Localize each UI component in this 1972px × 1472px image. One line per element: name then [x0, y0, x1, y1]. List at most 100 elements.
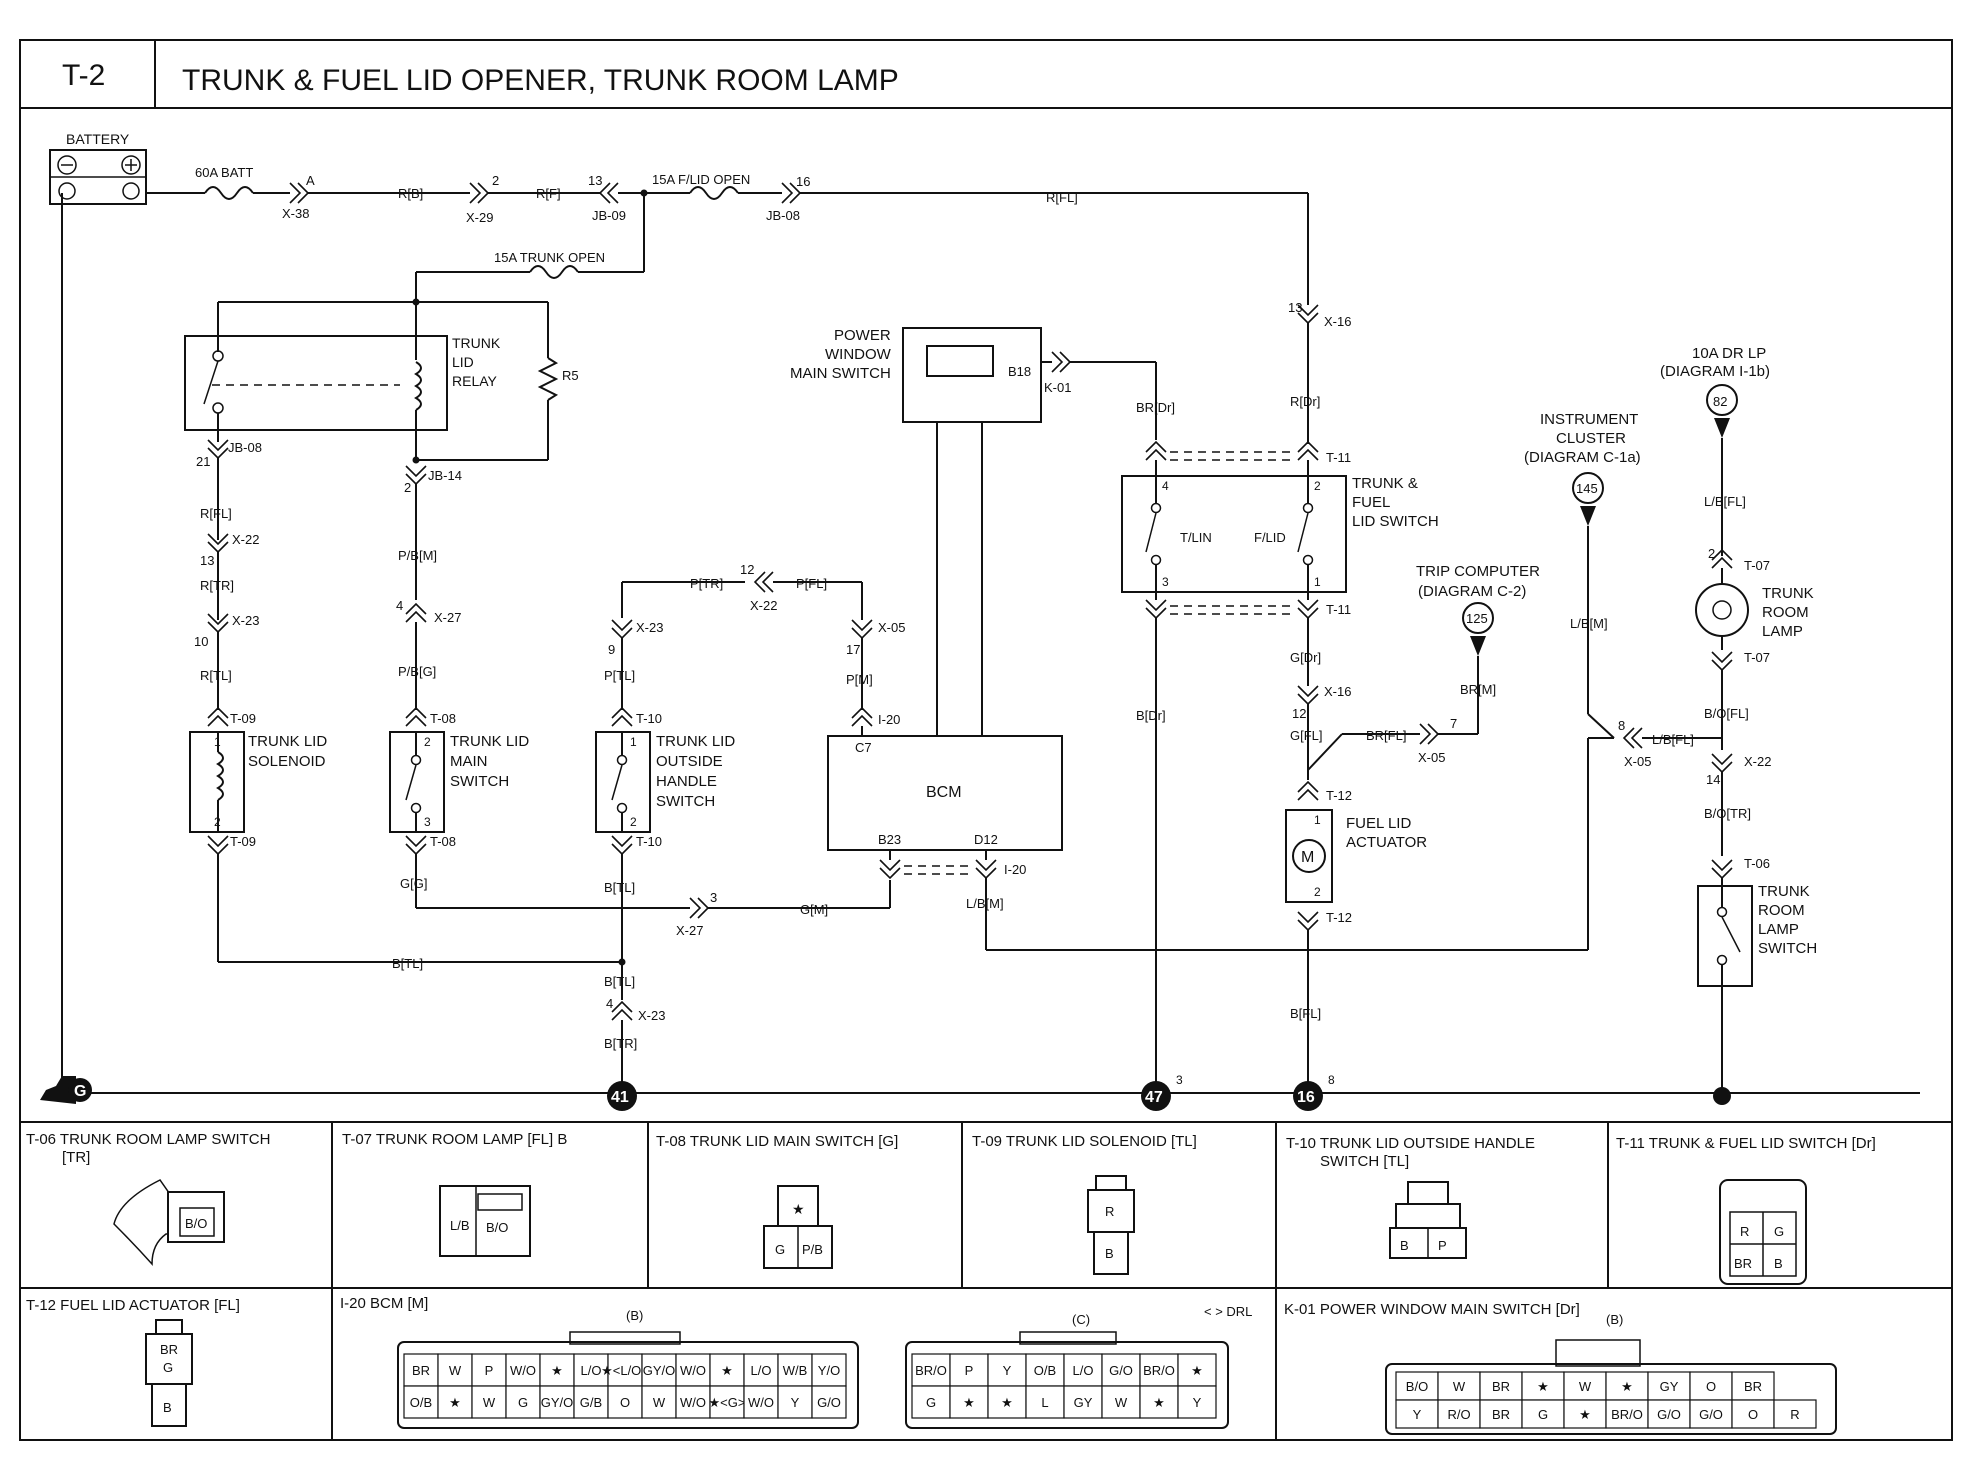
- svg-text:BR: BR: [412, 1363, 430, 1378]
- svg-text:OUTSIDE: OUTSIDE: [656, 753, 723, 770]
- k01-pin: BR: [1731, 1371, 1775, 1401]
- svg-text:2: 2: [1314, 885, 1321, 899]
- relay-coil: [414, 361, 422, 411]
- svg-text:15A TRUNK OPEN: 15A TRUNK OPEN: [494, 250, 605, 265]
- svg-text:16: 16: [1297, 1089, 1315, 1106]
- svg-text:G[FL]: G[FL]: [1290, 728, 1323, 743]
- svg-text:3: 3: [710, 890, 717, 905]
- k01-pin: W: [1437, 1371, 1481, 1401]
- svg-text:1: 1: [1314, 813, 1321, 827]
- svg-text:T-07 TRUNK ROOM LAMP [FL] B: T-07 TRUNK ROOM LAMP [FL] B: [342, 1131, 567, 1148]
- i20-b-pin: W: [437, 1353, 473, 1387]
- svg-text:B: B: [1774, 1256, 1783, 1271]
- svg-text:GY/O: GY/O: [541, 1395, 574, 1410]
- svg-text:BR: BR: [1492, 1379, 1510, 1394]
- svg-text:7: 7: [1450, 716, 1457, 731]
- k01-pin: W: [1563, 1371, 1607, 1401]
- i20-b-pin: BR: [403, 1353, 439, 1387]
- svg-text:B/O: B/O: [185, 1216, 207, 1231]
- svg-text:W/O: W/O: [680, 1395, 706, 1410]
- svg-text:R: R: [1740, 1224, 1749, 1239]
- svg-text:★<L/O>: ★<L/O>: [601, 1363, 649, 1378]
- i20-b-pin: O/B: [403, 1385, 439, 1419]
- svg-text:T-08: T-08: [430, 711, 456, 726]
- svg-text:R[TR]: R[TR]: [200, 578, 234, 593]
- svg-text:R[FL]: R[FL]: [200, 506, 232, 521]
- svg-text:T-11: T-11: [1326, 450, 1351, 465]
- i20-c-pin: ★: [949, 1385, 989, 1419]
- svg-text:125: 125: [1466, 611, 1488, 626]
- svg-text:13: 13: [588, 173, 602, 188]
- i20-c-pin: L/O: [1063, 1353, 1103, 1387]
- svg-text:W/O: W/O: [748, 1395, 774, 1410]
- svg-text:BR/O: BR/O: [1143, 1363, 1175, 1378]
- fuse-trunk-open: [529, 265, 579, 279]
- svg-text:C7: C7: [855, 740, 872, 755]
- svg-text:X-05: X-05: [878, 620, 905, 635]
- k01-pin: ★: [1563, 1399, 1607, 1429]
- svg-text:CLUSTER: CLUSTER: [1556, 430, 1626, 447]
- svg-text:SWITCH: SWITCH: [656, 793, 715, 810]
- svg-text:★: ★: [1191, 1363, 1203, 1378]
- svg-text:TRUNK: TRUNK: [1758, 883, 1810, 900]
- k01-pin: O: [1689, 1371, 1733, 1401]
- svg-text:T-06 TRUNK ROOM LAMP SWITCH: T-06 TRUNK ROOM LAMP SWITCH: [26, 1131, 270, 1148]
- svg-text:TRIP COMPUTER: TRIP COMPUTER: [1416, 563, 1540, 580]
- svg-text:T-09: T-09: [230, 711, 256, 726]
- diagram-title: TRUNK & FUEL LID OPENER, TRUNK ROOM LAMP: [182, 64, 899, 97]
- connector-t08: T-08 TRUNK LID MAIN SWITCH [G] ★ G P/B: [656, 1133, 898, 1269]
- svg-text:2: 2: [1314, 479, 1321, 493]
- fuse-60a-label: 60A BATT: [195, 165, 253, 180]
- svg-text:B/O[TR]: B/O[TR]: [1704, 806, 1751, 821]
- connector-t11: T-11 TRUNK & FUEL LID SWITCH [Dr] R G BR…: [1616, 1135, 1876, 1285]
- svg-text:3: 3: [1162, 575, 1169, 589]
- svg-text:B[TR]: B[TR]: [604, 1036, 637, 1051]
- connector-t06: T-06 TRUNK ROOM LAMP SWITCH [TR] B/O: [26, 1131, 270, 1266]
- svg-text:G: G: [926, 1395, 936, 1410]
- svg-text:★: ★: [1153, 1395, 1165, 1410]
- svg-text:D12: D12: [974, 832, 998, 847]
- svg-text:W: W: [449, 1363, 462, 1378]
- svg-text:GY: GY: [1074, 1395, 1093, 1410]
- i20-c-pin: BR/O: [1139, 1353, 1179, 1387]
- svg-text:SWITCH: SWITCH: [1758, 940, 1817, 957]
- svg-text:B/O[FL]: B/O[FL]: [1704, 706, 1749, 721]
- svg-text:< > DRL: < > DRL: [1204, 1304, 1252, 1319]
- svg-text:I-20: I-20: [1004, 862, 1026, 877]
- svg-text:41: 41: [611, 1089, 629, 1106]
- svg-text:BCM: BCM: [926, 784, 962, 801]
- k01-pin: G: [1521, 1399, 1565, 1429]
- svg-text:G/B: G/B: [580, 1395, 602, 1410]
- k01-pin: BR: [1479, 1399, 1523, 1429]
- svg-text:★: ★: [449, 1395, 461, 1410]
- svg-text:X-16: X-16: [1324, 314, 1351, 329]
- svg-text:[TR]: [TR]: [62, 1149, 90, 1166]
- svg-text:SWITCH: SWITCH: [450, 773, 509, 790]
- svg-text:T-12: T-12: [1326, 910, 1352, 925]
- svg-text:T-10: T-10: [636, 834, 662, 849]
- svg-text:I-20: I-20: [878, 712, 900, 727]
- svg-text:O: O: [620, 1395, 630, 1410]
- svg-text:T-10: T-10: [636, 711, 662, 726]
- svg-text:L/B[M]: L/B[M]: [966, 896, 1004, 911]
- svg-text:GY: GY: [1660, 1379, 1679, 1394]
- svg-text:3: 3: [424, 815, 431, 829]
- i20-c-pin: L: [1025, 1385, 1065, 1419]
- svg-text:W: W: [1115, 1395, 1128, 1410]
- svg-text:O/B: O/B: [1034, 1363, 1056, 1378]
- i20-c-pin: P: [949, 1353, 989, 1387]
- svg-text:X-22: X-22: [1744, 754, 1771, 769]
- fuse-lid-open: [689, 186, 739, 200]
- battery: [49, 149, 147, 205]
- svg-text:10A DR LP: 10A DR LP: [1692, 345, 1766, 362]
- svg-text:INSTRUMENT: INSTRUMENT: [1540, 411, 1638, 428]
- svg-text:K-01: K-01: [1044, 380, 1071, 395]
- svg-text:P/B: P/B: [802, 1242, 823, 1257]
- svg-text:★: ★: [1621, 1379, 1633, 1394]
- svg-text:G: G: [775, 1242, 785, 1257]
- svg-text:JB-08: JB-08: [228, 440, 262, 455]
- svg-text:★: ★: [1537, 1379, 1549, 1394]
- i20-b-pin: G/O: [811, 1385, 847, 1419]
